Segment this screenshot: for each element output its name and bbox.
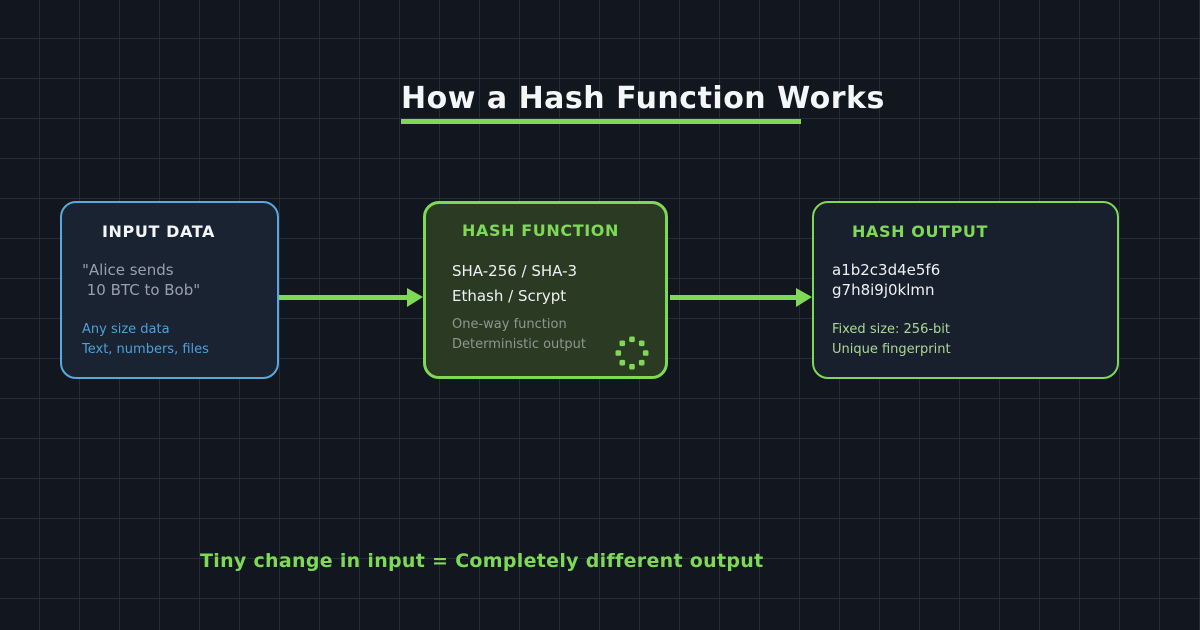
hash-algorithms-text: SHA-256 / SHA-3 Ethash / Scrypt xyxy=(452,259,577,309)
hash-prop-line-1: One-way function xyxy=(452,317,567,332)
output-hash-text: a1b2c3d4e5f6 g7h8i9j0klmn xyxy=(832,260,940,300)
input-example-text: "Alice sends 10 BTC to Bob" xyxy=(82,260,200,300)
input-data-box-title: INPUT DATA xyxy=(102,222,216,241)
arrow-head-icon xyxy=(407,288,423,307)
input-data-box: INPUT DATA "Alice sends 10 BTC to Bob" A… xyxy=(60,201,279,379)
input-example-line-2: 10 BTC to Bob" xyxy=(82,281,201,299)
title-underline xyxy=(401,119,801,124)
hash-output-box: HASH OUTPUT a1b2c3d4e5f6 g7h8i9j0klmn Fi… xyxy=(812,201,1119,379)
arrow-shaft xyxy=(279,295,408,300)
input-note-line-2: Text, numbers, files xyxy=(82,342,209,357)
arrow-head-icon xyxy=(796,288,812,307)
process-dots-spinner-icon xyxy=(615,336,649,370)
output-hash-line-2: g7h8i9j0klmn xyxy=(832,281,935,299)
page-title: How a Hash Function Works xyxy=(401,81,885,116)
input-note-line-1: Any size data xyxy=(82,322,170,337)
hash-prop-line-2: Deterministic output xyxy=(452,337,586,352)
output-hash-line-1: a1b2c3d4e5f6 xyxy=(832,261,941,279)
arrow-shaft xyxy=(670,295,797,300)
hash-function-box: HASH FUNCTION SHA-256 / SHA-3 Ethash / S… xyxy=(423,201,668,379)
output-note-line-1: Fixed size: 256-bit xyxy=(832,322,951,337)
input-notes-text: Any size data Text, numbers, files xyxy=(82,320,209,360)
footer-note: Tiny change in input = Completely differ… xyxy=(200,550,764,572)
output-note-line-2: Unique fingerprint xyxy=(832,342,951,357)
output-notes-text: Fixed size: 256-bit Unique fingerprint xyxy=(832,320,951,360)
hash-properties-text: One-way function Deterministic output xyxy=(452,315,586,355)
hash-algo-line-1: SHA-256 / SHA-3 xyxy=(452,262,578,280)
hash-algo-line-2: Ethash / Scrypt xyxy=(452,287,567,305)
input-example-line-1: "Alice sends xyxy=(82,261,174,279)
hash-function-box-title: HASH FUNCTION xyxy=(462,221,619,240)
hash-output-box-title: HASH OUTPUT xyxy=(852,222,988,241)
